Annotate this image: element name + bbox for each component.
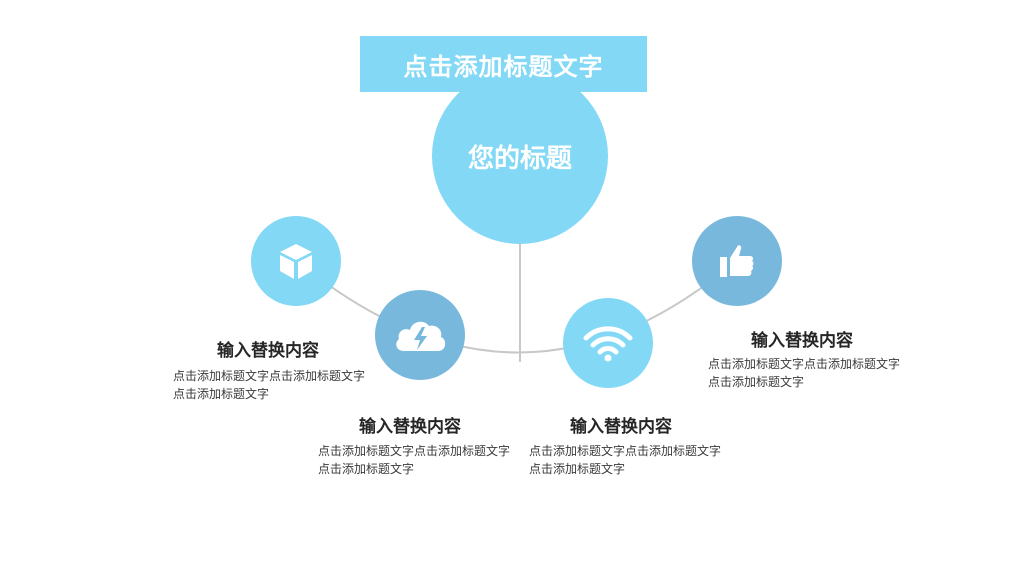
thumbs-up-icon bbox=[720, 245, 754, 277]
cube-icon bbox=[280, 244, 312, 279]
item-desc-4: 点击添加标题文字点击添加标题文字点击添加标题文字 bbox=[708, 357, 901, 389]
item-desc-2: 点击添加标题文字点击添加标题文字点击添加标题文字 bbox=[318, 444, 511, 476]
item-desc-1: 点击添加标题文字点击添加标题文字点击添加标题文字 bbox=[173, 369, 366, 401]
wifi-icon bbox=[583, 326, 633, 362]
item-title-2: 输入替换内容 bbox=[359, 417, 461, 437]
item-desc-3: 点击添加标题文字点击添加标题文字点击添加标题文字 bbox=[529, 444, 722, 476]
center-label: 您的标题 bbox=[467, 143, 572, 174]
title-banner: 点击添加标题文字 bbox=[360, 36, 647, 92]
item-title-1: 输入替换内容 bbox=[217, 341, 319, 361]
arc-line bbox=[295, 259, 738, 354]
item-title-3: 输入替换内容 bbox=[570, 417, 672, 437]
center-circle: 您的标题 bbox=[432, 68, 608, 244]
page-title: 点击添加标题文字 bbox=[403, 52, 604, 81]
cloud-lightning-icon bbox=[396, 321, 446, 351]
node-thumbs-up bbox=[692, 216, 782, 306]
item-title-4: 输入替换内容 bbox=[751, 331, 853, 351]
node-cloud bbox=[375, 290, 465, 380]
node-cube bbox=[251, 216, 341, 306]
node-wifi bbox=[563, 298, 653, 388]
